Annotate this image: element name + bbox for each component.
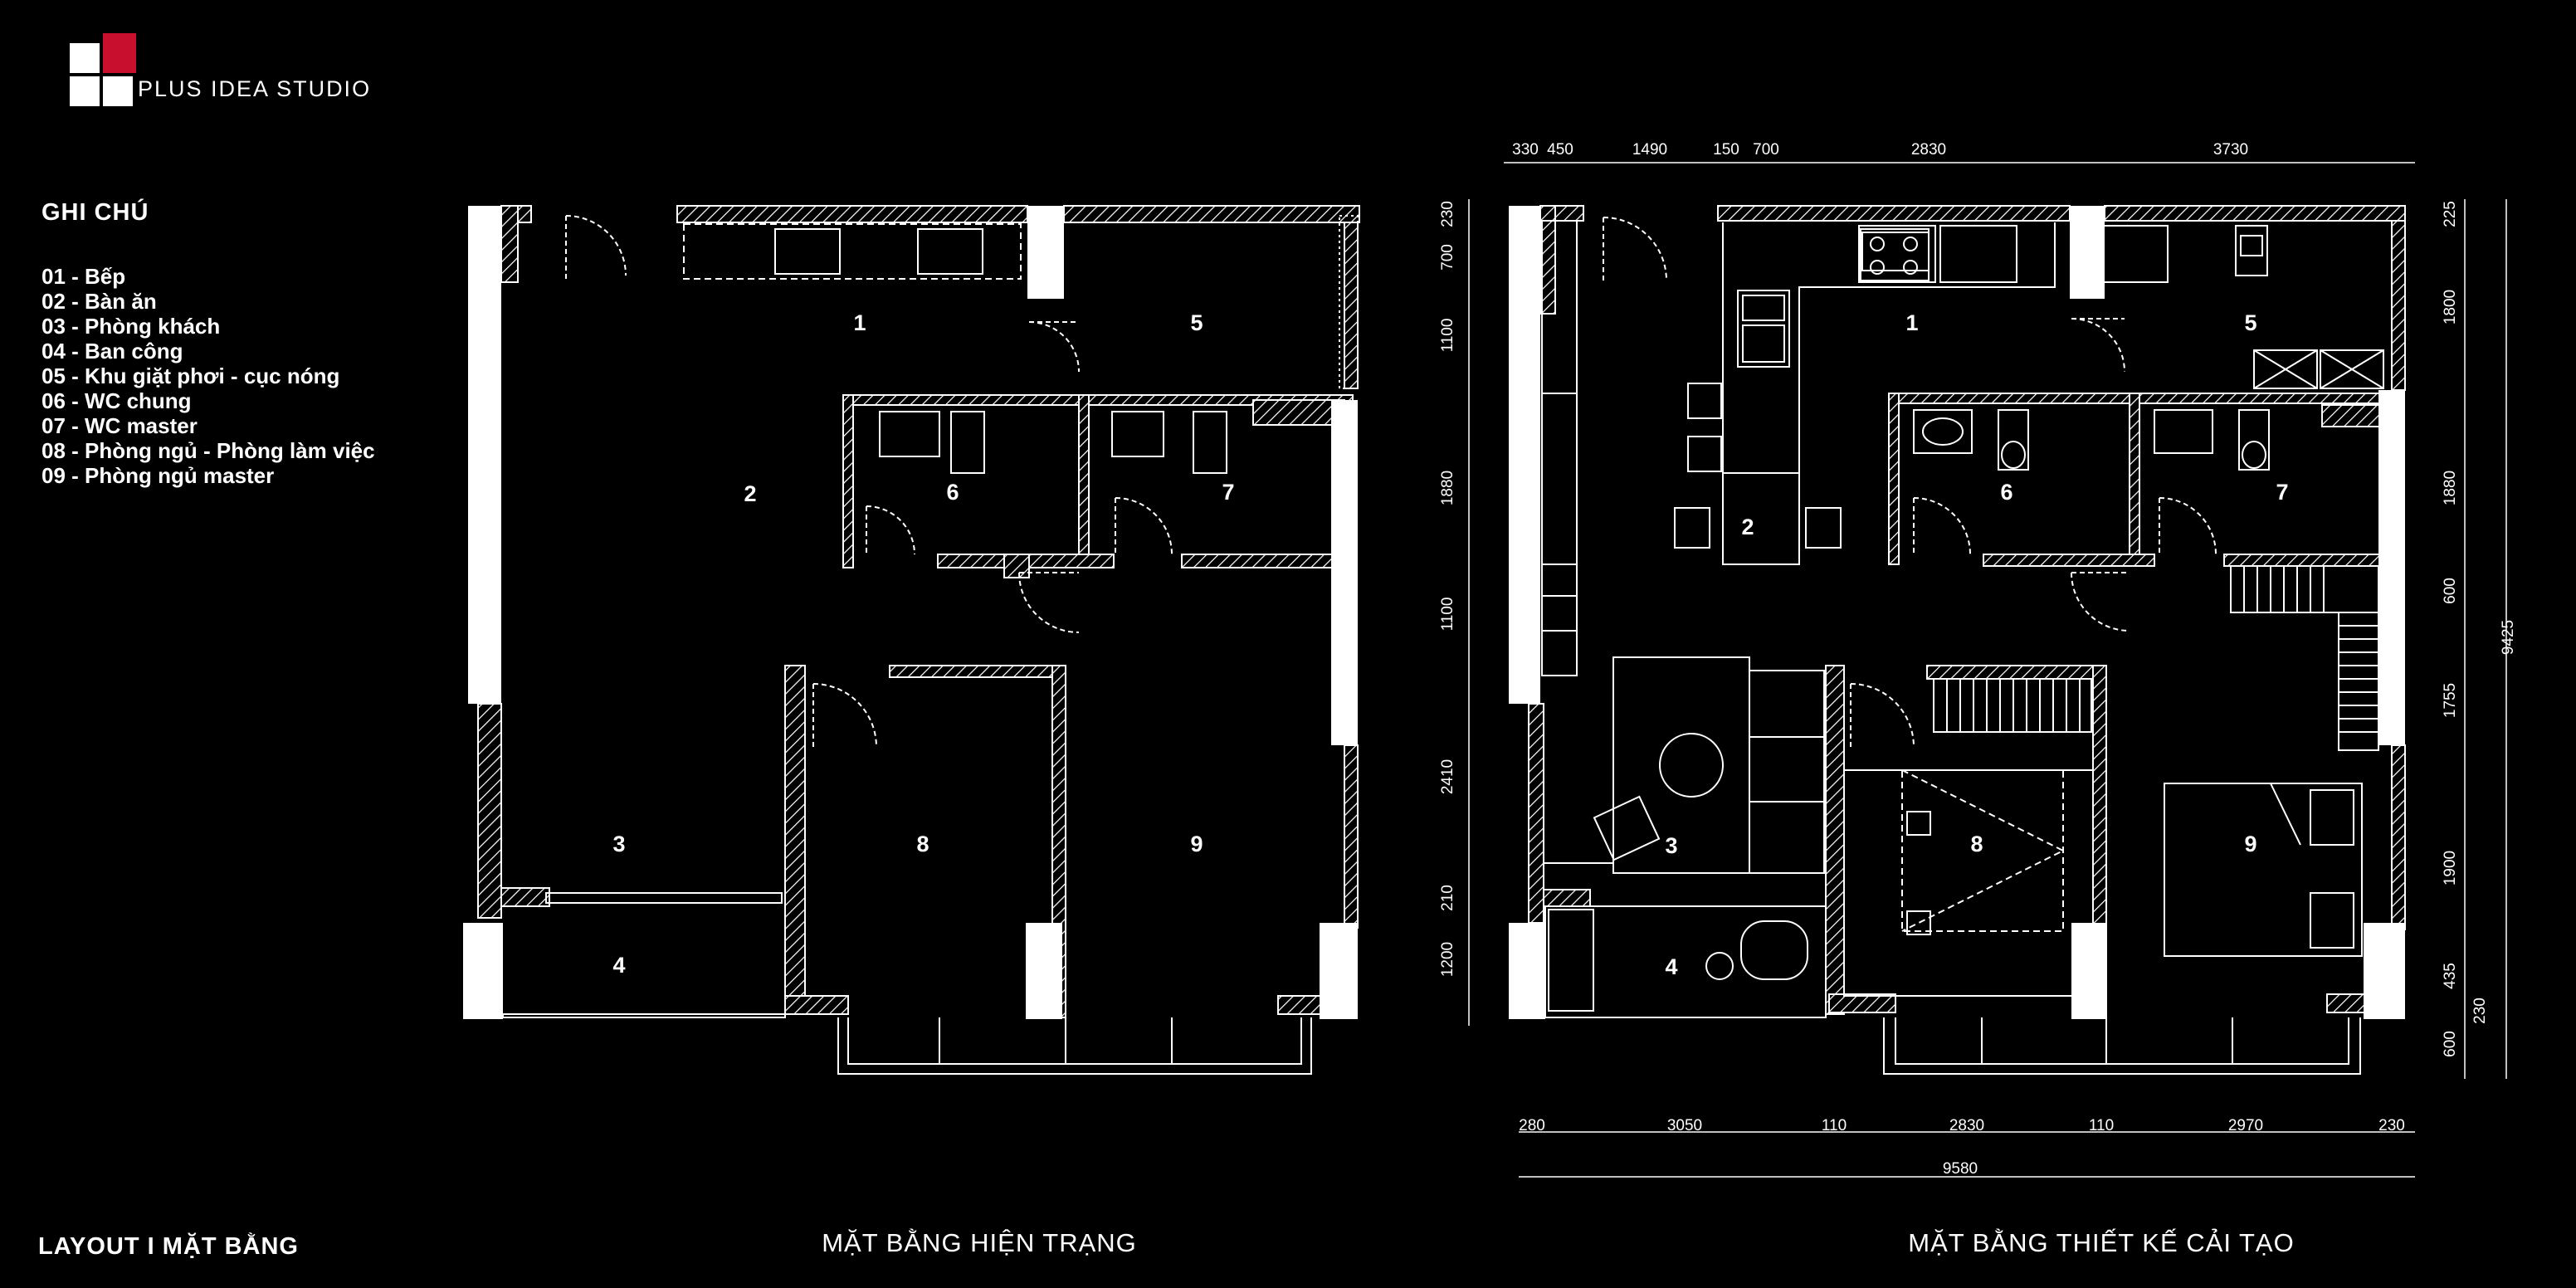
dimension-total: 9425 <box>2500 620 2517 655</box>
logo-square <box>103 76 133 106</box>
brand-logo <box>70 33 136 106</box>
dimension-label: 2970 <box>2228 1117 2263 1134</box>
dimension-label: 2410 <box>1439 759 1456 794</box>
dimension-label: 1100 <box>1439 598 1456 632</box>
dimension-label: 110 <box>1822 1117 1847 1134</box>
existing-room-label: 3 <box>612 832 625 856</box>
proposed-dimension-labels: 330 450 1490 150 700 2830 3730 280 3050 … <box>1439 141 2517 1178</box>
existing-room-label: 9 <box>1190 832 1203 856</box>
dimension-label: 225 <box>2442 201 2459 227</box>
dimension-label: 2830 <box>1949 1117 1984 1134</box>
dimension-label: 700 <box>1439 244 1456 271</box>
existing-plan: 1 2 3 4 5 6 7 8 9 <box>463 205 1360 1075</box>
dimension-label: 1200 <box>1439 942 1456 977</box>
existing-plan-caption: MẶT BẰNG HIỆN TRẠNG <box>822 1228 1137 1257</box>
existing-room-label: 2 <box>744 481 756 506</box>
proposed-room-label: 9 <box>2244 832 2256 856</box>
logo-square <box>70 76 100 106</box>
proposed-room-label: 6 <box>2000 480 2013 505</box>
dimension-label: 1100 <box>1439 319 1456 353</box>
dimension-label: 1900 <box>2442 851 2459 886</box>
dimension-label: 700 <box>1753 141 1779 159</box>
legend-item: 02 - Bàn ăn <box>41 289 157 314</box>
existing-room-label: 6 <box>946 480 959 505</box>
existing-columns <box>463 206 1358 1019</box>
page-title: LAYOUT I MẶT BẰNG <box>38 1233 299 1260</box>
proposed-room-label: 7 <box>2276 480 2288 505</box>
dimension-label: 110 <box>2089 1117 2114 1134</box>
proposed-plan: 330 450 1490 150 700 2830 3730 280 3050 … <box>1439 141 2517 1178</box>
existing-room-label: 1 <box>853 310 866 335</box>
dimension-label: 330 <box>1512 141 1539 159</box>
dimension-label: 600 <box>2442 578 2459 604</box>
proposed-room-label: 4 <box>1665 954 1677 979</box>
dimension-label: 450 <box>1547 141 1573 159</box>
proposed-columns <box>1509 206 2405 1019</box>
proposed-room-label: 2 <box>1741 515 1754 539</box>
proposed-room-label: 3 <box>1665 833 1677 858</box>
dimension-label: 1880 <box>1439 471 1456 505</box>
dimension-label: 1755 <box>2442 683 2459 718</box>
dimension-label: 230 <box>2378 1117 2405 1134</box>
dimension-label: 3050 <box>1667 1117 1702 1134</box>
proposed-room-label: 1 <box>1905 310 1918 335</box>
dimension-total: 9580 <box>1943 1160 1978 1178</box>
legend-item: 08 - Phòng ngủ - Phòng làm việc <box>41 438 375 463</box>
legend-item: 06 - WC chung <box>41 388 192 413</box>
dimension-label: 600 <box>2442 1031 2459 1057</box>
legend-item: 01 - Bếp <box>41 264 126 289</box>
legend-item: 03 - Phòng khách <box>41 314 221 339</box>
existing-room-label: 4 <box>612 953 625 978</box>
existing-room-label: 7 <box>1222 480 1234 505</box>
existing-walls <box>477 205 1360 1018</box>
legend-item: 05 - Khu giặt phơi - cục nóng <box>41 363 340 388</box>
proposed-room-label: 8 <box>1970 832 1983 856</box>
legend-item: 07 - WC master <box>41 413 198 438</box>
dimension-label: 2830 <box>1911 141 1946 159</box>
legend-item: 04 - Ban công <box>41 339 183 363</box>
dimension-label: 230 <box>2471 998 2489 1024</box>
dimension-label: 1490 <box>1632 141 1667 159</box>
dimension-label: 435 <box>2442 963 2459 989</box>
proposed-plan-caption: MẶT BẰNG THIẾT KẾ CẢI TẠO <box>1908 1228 2295 1257</box>
existing-room-label: 5 <box>1190 310 1203 335</box>
dimension-label: 1800 <box>2442 290 2459 324</box>
brand-name: PLUS IDEA STUDIO <box>138 76 372 101</box>
dimension-label: 230 <box>1439 201 1456 227</box>
existing-room-label: 8 <box>916 832 929 856</box>
dimension-label: 280 <box>1519 1117 1545 1134</box>
logo-accent-square <box>103 33 136 73</box>
logo-square <box>70 43 100 73</box>
legend-list: 01 - Bếp 02 - Bàn ăn 03 - Phòng khách 04… <box>41 264 375 488</box>
legend-item: 09 - Phòng ngủ master <box>41 463 275 488</box>
existing-fixtures <box>502 215 1359 1075</box>
dimension-label: 1880 <box>2442 471 2459 505</box>
proposed-dimension-lines <box>1468 162 2507 1178</box>
dimension-label: 210 <box>1439 885 1456 911</box>
dimension-label: 3730 <box>2213 141 2248 159</box>
proposed-furniture <box>1541 217 2384 1075</box>
dimension-label: 150 <box>1713 141 1739 159</box>
proposed-room-label: 5 <box>2244 310 2256 335</box>
legend-title: GHI CHÚ <box>41 199 149 226</box>
